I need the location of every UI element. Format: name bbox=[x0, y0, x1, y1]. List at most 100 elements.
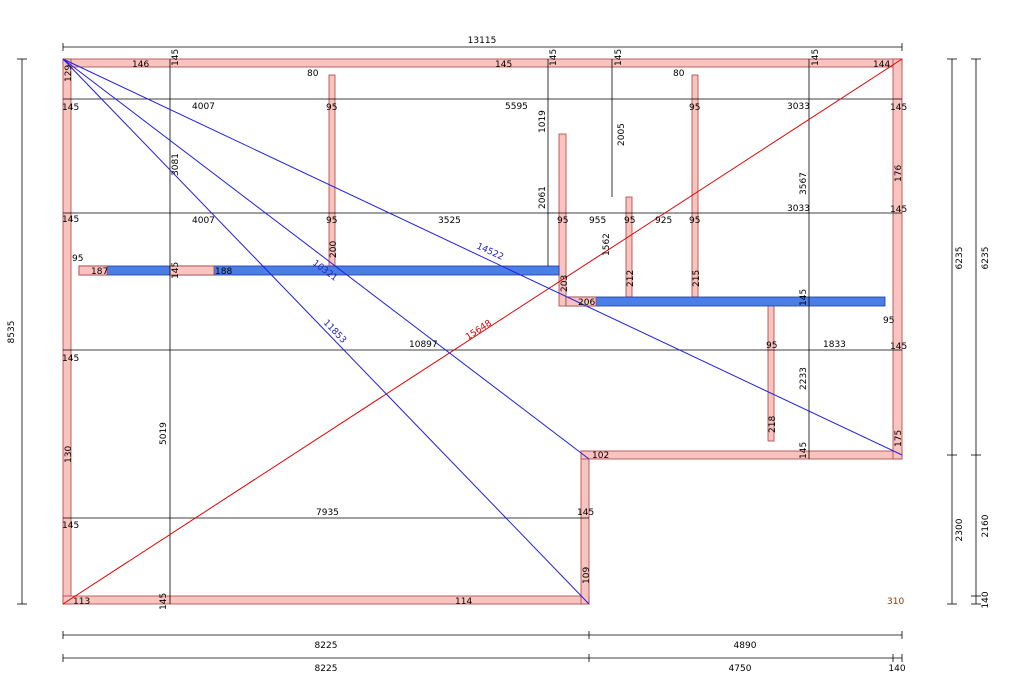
label-top-80b: 80 bbox=[673, 69, 685, 79]
label-bottom-114: 114 bbox=[455, 597, 472, 607]
label-bottom-145: 145 bbox=[159, 593, 169, 610]
label-top-144: 144 bbox=[873, 60, 890, 70]
label-right-145c: 145 bbox=[890, 342, 907, 352]
label-v-212: 212 bbox=[626, 270, 636, 287]
right-bottom-label: 2300 bbox=[955, 518, 965, 541]
label-beam2-145: 145 bbox=[799, 289, 809, 306]
label-inner-145-step: 145 bbox=[799, 442, 809, 459]
label-diagonal-red: 15648 bbox=[464, 318, 494, 342]
wall-right bbox=[892, 58, 903, 460]
wall-top bbox=[62, 58, 903, 68]
label-diagonal-blue-a: 14522 bbox=[475, 242, 505, 263]
right-top-label-b: 6235 bbox=[981, 247, 991, 270]
beam-labels: 95 187 145 188 206 145 95 bbox=[72, 254, 894, 326]
label-r1-95b: 95 bbox=[689, 103, 700, 113]
label-v-215: 215 bbox=[692, 270, 702, 287]
label-r2-95a: 95 bbox=[326, 216, 337, 226]
label-v-2005: 2005 bbox=[617, 123, 627, 146]
diagonal-red bbox=[62, 58, 903, 605]
label-beam-187: 187 bbox=[91, 267, 108, 277]
right-bottom-label-c: 140 bbox=[981, 591, 991, 608]
label-right-175: 175 bbox=[894, 430, 904, 447]
label-left-145c: 145 bbox=[62, 354, 79, 364]
bottom-row2-mid: 4750 bbox=[729, 664, 752, 674]
label-left-130: 130 bbox=[64, 446, 74, 463]
vertical-dimension-labels: 3081 5019 1019 2061 2005 1562 3567 2233 … bbox=[159, 110, 809, 445]
label-r2-e: 3033 bbox=[787, 204, 810, 214]
label-r2-95c: 95 bbox=[624, 216, 635, 226]
label-inner-145: 145 bbox=[577, 508, 594, 518]
label-left-129: 129 bbox=[64, 65, 74, 82]
row-dimension-labels: 4007 5595 3033 95 95 4007 3525 955 925 3… bbox=[192, 102, 846, 518]
label-v-1019: 1019 bbox=[538, 110, 548, 133]
label-right-145b: 145 bbox=[890, 205, 907, 215]
bottom-row1-left: 8225 bbox=[315, 641, 338, 651]
label-top-145e: 145 bbox=[811, 49, 821, 66]
label-beam-206: 206 bbox=[578, 298, 595, 308]
label-right-176: 176 bbox=[894, 165, 904, 182]
bottom-row1-right: 4890 bbox=[734, 641, 757, 651]
top-overall-dimension: 13115 bbox=[62, 36, 903, 51]
label-r1-c: 3033 bbox=[787, 102, 810, 112]
label-r2-d: 925 bbox=[655, 216, 672, 226]
overall-width-label: 13115 bbox=[468, 36, 497, 46]
label-v-203: 203 bbox=[560, 275, 570, 292]
label-beam-95: 95 bbox=[72, 254, 83, 264]
label-v-5019: 5019 bbox=[159, 422, 169, 445]
label-r3-a: 10897 bbox=[409, 340, 438, 350]
label-beam-145: 145 bbox=[171, 262, 181, 279]
label-r2-b: 3525 bbox=[438, 216, 461, 226]
overall-height-label: 8535 bbox=[7, 321, 17, 344]
label-v-2233: 2233 bbox=[799, 367, 809, 390]
label-v-2061: 2061 bbox=[538, 186, 548, 209]
label-diagonal-blue-c: 11853 bbox=[321, 318, 348, 346]
label-inner-109: 109 bbox=[582, 567, 592, 584]
label-top-145b: 145 bbox=[495, 60, 512, 70]
wall-step-horizontal bbox=[580, 450, 903, 460]
walls bbox=[62, 58, 903, 605]
wall-labels: 146 145 80 145 145 145 80 145 144 129 14… bbox=[62, 49, 907, 610]
label-v-1562: 1562 bbox=[602, 233, 612, 256]
beam-lower-end bbox=[565, 296, 597, 307]
bottom-dimensions: 8225 4890 8225 4750 140 bbox=[62, 631, 906, 674]
label-top-145d: 145 bbox=[614, 49, 624, 66]
right-top-label: 6235 bbox=[955, 247, 965, 270]
label-r1-a: 4007 bbox=[192, 102, 215, 112]
label-r2-c: 955 bbox=[589, 216, 606, 226]
right-dimensions: 6235 6235 2300 2160 140 bbox=[947, 58, 991, 609]
label-r3-b: 1833 bbox=[823, 340, 846, 350]
label-r2-a: 4007 bbox=[192, 216, 215, 226]
label-v-3567: 3567 bbox=[799, 172, 809, 195]
label-r4-a: 7935 bbox=[316, 508, 339, 518]
label-top-80a: 80 bbox=[307, 69, 319, 79]
diagonal-labels: 15648 14522 10321 11853 bbox=[310, 242, 505, 346]
label-left-145a: 145 bbox=[62, 103, 79, 113]
label-top-145c: 145 bbox=[549, 49, 559, 66]
partition-2 bbox=[558, 133, 567, 307]
label-v-3081: 3081 bbox=[171, 153, 181, 176]
beams bbox=[78, 265, 886, 307]
label-inner-102: 102 bbox=[592, 451, 609, 461]
label-top-146: 146 bbox=[132, 60, 149, 70]
left-overall-dimension: 8535 bbox=[7, 58, 27, 605]
beam-upper-end bbox=[78, 265, 108, 276]
interior-dimension-lines bbox=[63, 59, 902, 604]
diagonal-blue-b bbox=[62, 58, 590, 460]
label-left-145d: 145 bbox=[62, 521, 79, 531]
label-r2-95b: 95 bbox=[557, 216, 568, 226]
label-r1-95a: 95 bbox=[326, 103, 337, 113]
diagonal-blue-c bbox=[62, 58, 590, 605]
bottom-row2-right: 140 bbox=[888, 664, 905, 674]
label-bottom-310: 310 bbox=[887, 597, 904, 607]
label-r2-95d: 95 bbox=[689, 216, 700, 226]
label-top-145a: 145 bbox=[171, 49, 181, 66]
beam-lower bbox=[565, 296, 886, 307]
diagonal-blue-a bbox=[62, 58, 903, 456]
label-r3-95: 95 bbox=[766, 341, 777, 351]
bottom-row2-left: 8225 bbox=[315, 664, 338, 674]
diagonals bbox=[62, 58, 903, 605]
label-left-145b: 145 bbox=[62, 215, 79, 225]
label-right-145a: 145 bbox=[890, 103, 907, 113]
label-v-200: 200 bbox=[329, 241, 339, 258]
